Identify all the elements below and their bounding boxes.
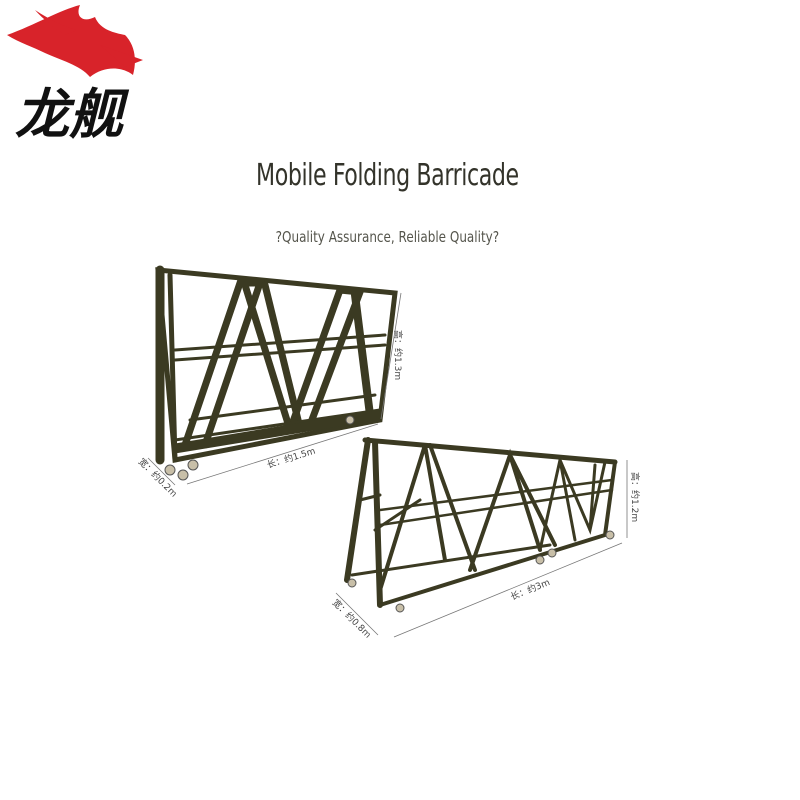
folded-wheels	[164, 415, 355, 481]
wheel	[177, 469, 189, 481]
svg-text:龙舰: 龙舰	[15, 82, 130, 140]
page-title: Mobile Folding Barricade	[256, 158, 519, 193]
wheel	[535, 555, 545, 565]
folded-length-label: 长：约1.5m	[265, 445, 316, 471]
unfolded-wheels	[347, 530, 615, 613]
wheel	[395, 603, 405, 613]
wheel	[547, 548, 557, 558]
folded-dimension-lines	[147, 292, 402, 486]
page-subtitle: ?Quality Assurance, Reliable Quality?	[275, 228, 500, 246]
unfolded-height-label: 高：约1.2m	[629, 472, 641, 522]
wheel	[164, 464, 176, 476]
folded-height-label: 高：约1.3m	[392, 330, 404, 380]
wheel	[605, 530, 615, 540]
unfolded-barricade-image	[344, 437, 618, 608]
unfolded-length-label: 长：约3m	[509, 576, 552, 603]
wheel	[187, 459, 199, 471]
brand-logo: 龙舰	[7, 5, 143, 140]
dragon-head-icon	[7, 5, 143, 77]
unfolded-width-label: 宽：约0.8m	[330, 597, 374, 641]
unfolded-dimension-lines	[335, 460, 628, 638]
wheel	[347, 578, 357, 588]
wheel	[345, 415, 355, 425]
folded-barricade-image	[155, 265, 398, 465]
